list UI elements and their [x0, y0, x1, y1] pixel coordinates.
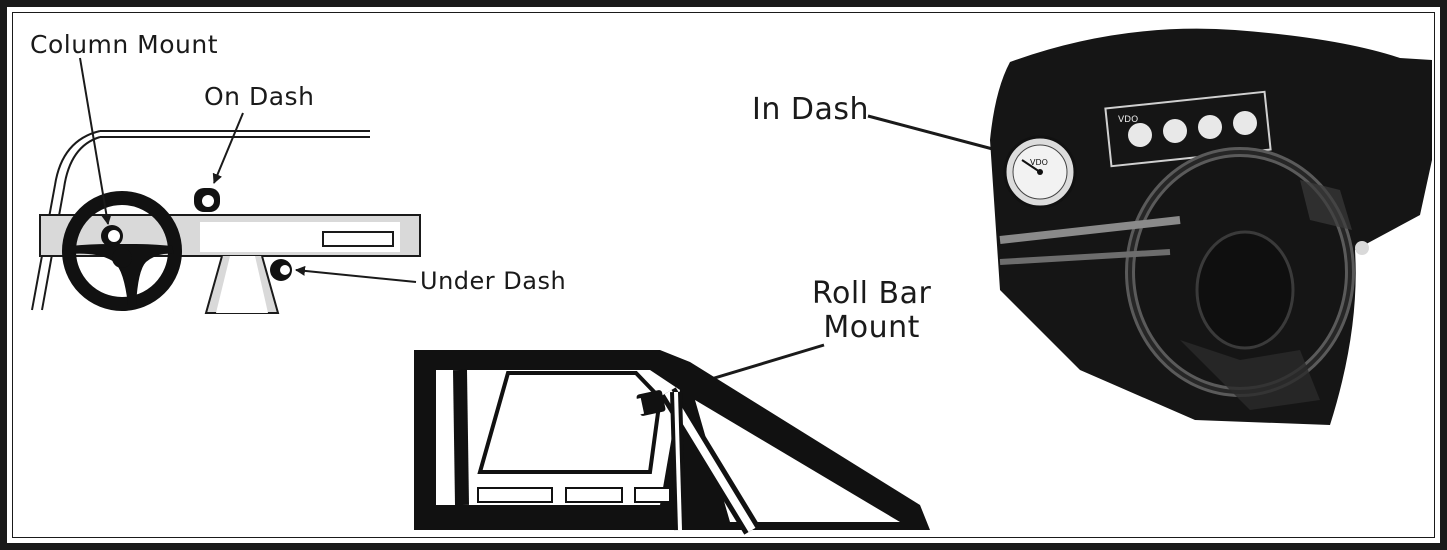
- pointer-in-dash: [867, 114, 1005, 155]
- in-dash-photo: VDO VDO: [990, 28, 1432, 426]
- pointer-under-dash: [295, 265, 417, 283]
- inner-border: [12, 12, 1435, 538]
- dashboard-drawing: [31, 130, 421, 314]
- label-under-dash: Under Dash: [420, 267, 567, 295]
- gauge-panel-brand: VDO: [1118, 115, 1138, 125]
- label-roll-bar-line2: Mount: [823, 310, 920, 345]
- pointer-column-mount: [79, 57, 112, 225]
- roll-bar-drawing: [414, 350, 930, 535]
- gauge-brand-text: VDO: [1030, 158, 1048, 167]
- label-on-dash: On Dash: [204, 82, 315, 111]
- label-roll-bar-mount: Roll Bar Mount: [812, 277, 931, 345]
- label-roll-bar-line1: Roll Bar: [812, 276, 932, 311]
- label-column-mount: Column Mount: [30, 30, 219, 59]
- pointer-on-dash: [212, 112, 244, 184]
- label-in-dash: In Dash: [752, 92, 870, 127]
